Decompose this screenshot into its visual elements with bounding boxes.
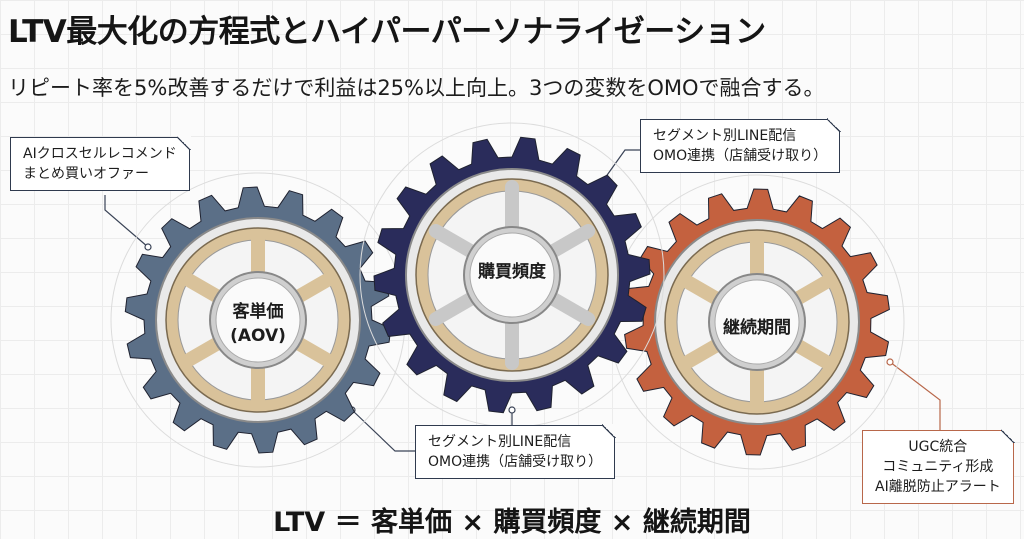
gear-label-frequency: 購買頻度: [462, 260, 562, 284]
callout-frequency-top: セグメント別LINE配信 OMO連携（店舗受け取り）: [640, 118, 842, 173]
callout-aov: AIクロスセルレコメンド まとめ買いオファー: [10, 136, 191, 191]
callout-line: AI離脱防止アラート: [875, 479, 1001, 495]
gear-label-aov: 客単価 (AOV): [208, 300, 308, 348]
gear-frequency: [359, 122, 665, 428]
gear-aov: [110, 172, 406, 468]
callout-retention: UGC統合 コミュニティ形成 AI離脱防止アラート: [862, 429, 1015, 504]
gear-spoke: [788, 337, 837, 371]
callout-line: AIクロスセルレコメンド: [23, 146, 177, 162]
page-subtitle: リピート率を5%改善するだけで利益は25%以上向上。3つの変数をOMOで融合する…: [8, 76, 825, 100]
gear-spoke: [289, 335, 338, 369]
gear-spoke: [677, 273, 726, 307]
gear-spoke: [788, 273, 837, 307]
connector-retention: [889, 361, 941, 430]
gear-spoke: [178, 335, 227, 369]
callout-line: OMO連携（店舗受け取り）: [428, 454, 603, 470]
gear-spoke: [677, 337, 726, 371]
callout-line: セグメント別LINE配信: [428, 434, 572, 450]
gear-spoke: [543, 290, 596, 326]
callout-line: UGC統合: [908, 439, 968, 455]
ltv-formula: LTV ＝ 客単価 × 購買頻度 × 継続期間: [273, 507, 751, 538]
gear-spoke: [543, 224, 596, 260]
gear-retention: [609, 174, 905, 470]
gear-label-line: (AOV): [230, 326, 286, 346]
connector-frequency-top: [599, 149, 640, 186]
gear-label-line: 継続期間: [723, 318, 791, 338]
gear-spoke: [428, 224, 481, 260]
connector-frequency-bottom: [351, 409, 418, 452]
gear-spoke: [289, 271, 338, 305]
gear-label-line: 客単価: [232, 302, 284, 322]
gear-spoke: [178, 271, 227, 305]
callout-frequency-bottom: セグメント別LINE配信 OMO連携（店舗受け取り）: [415, 424, 617, 479]
connector-aov: [104, 195, 149, 248]
callout-line: まとめ買いオファー: [23, 166, 149, 182]
page-title: LTV最大化の方程式とハイパーパーソナライゼーション: [8, 14, 766, 50]
callout-line: セグメント別LINE配信: [653, 128, 797, 144]
callout-line: コミュニティ形成: [882, 459, 994, 475]
gear-label-retention: 継続期間: [707, 316, 807, 340]
gear-spoke: [428, 290, 481, 326]
callout-line: OMO連携（店舗受け取り）: [653, 148, 828, 164]
gear-label-line: 購買頻度: [478, 262, 546, 282]
